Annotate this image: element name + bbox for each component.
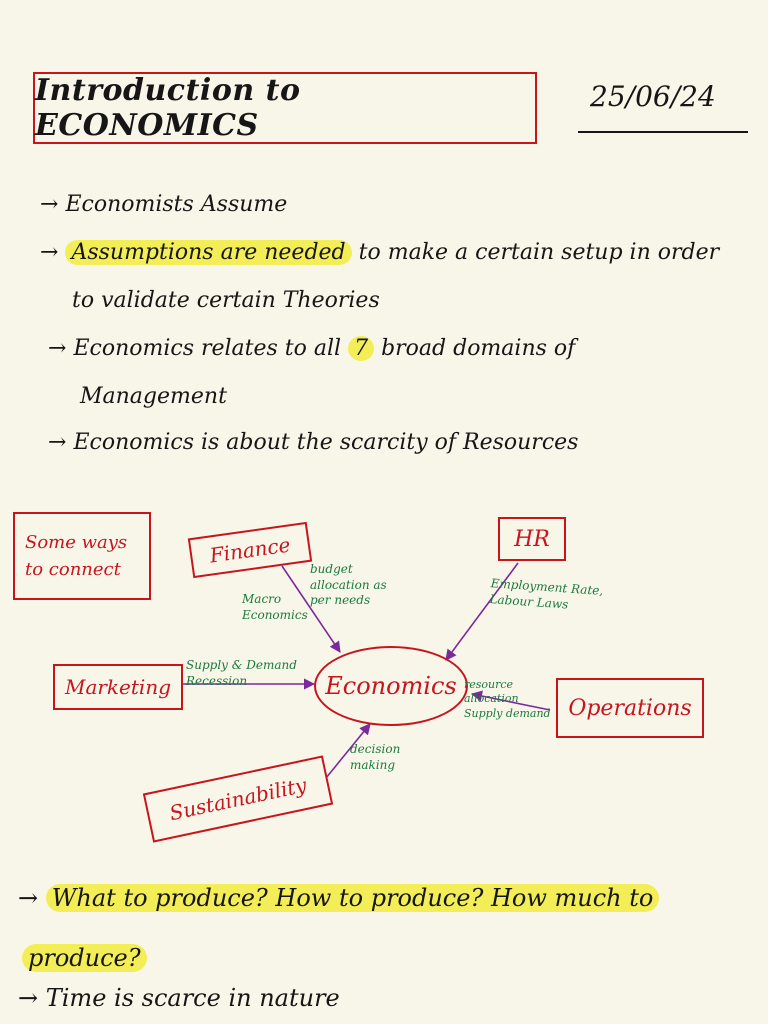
some-ways-label: Some ways to connect bbox=[13, 512, 151, 600]
bullet-text: Economics is about the scarcity of Resou… bbox=[73, 430, 579, 455]
bullet-text: to make a certain setup in order bbox=[351, 240, 720, 265]
marketing-label: Marketing bbox=[64, 675, 172, 699]
bullet-text: Economists Assume bbox=[65, 192, 288, 217]
arrow-icon: → bbox=[40, 240, 59, 265]
question-line-3: → Time is scarce in nature bbox=[18, 984, 340, 1012]
bullet-3: → Economics relates to all 7 broad domai… bbox=[48, 336, 575, 361]
note-operations: resource allocation Supply demand bbox=[464, 678, 551, 720]
bullet-text: Management bbox=[80, 384, 227, 409]
highlighted-text: Assumptions are needed bbox=[65, 240, 352, 265]
note-sustainability: decision making bbox=[350, 742, 401, 772]
hr-label: HR bbox=[514, 526, 550, 552]
question-line-1: → What to produce? How to produce? How m… bbox=[18, 884, 660, 912]
note-finance-right: budget allocation as per needs bbox=[310, 562, 387, 608]
highlighted-question-continued: produce? bbox=[22, 944, 147, 972]
note-marketing: Supply & Demand Recession bbox=[186, 658, 297, 688]
arrow-hr-economics bbox=[445, 562, 519, 661]
note-finance-left: Macro Economics bbox=[242, 592, 308, 622]
bullet-2: → Assumptions are needed to make a certa… bbox=[40, 240, 719, 265]
bullet-text: to validate certain Theories bbox=[72, 288, 380, 313]
highlighted-number: 7 bbox=[348, 336, 375, 361]
economics-label: Economics bbox=[325, 672, 457, 700]
arrow-icon: → bbox=[18, 884, 39, 912]
arrow-sustainability-economics bbox=[325, 723, 371, 779]
economics-ellipse: Economics bbox=[314, 646, 468, 726]
page-date: 25/06/24 bbox=[590, 80, 716, 113]
operations-label: Operations bbox=[568, 695, 692, 721]
time-scarce-text: Time is scarce in nature bbox=[45, 984, 340, 1012]
bullet-3-continued: Management bbox=[80, 384, 227, 409]
hr-box: HR bbox=[498, 517, 566, 561]
bullet-1: → Economists Assume bbox=[40, 192, 287, 217]
date-underline bbox=[578, 131, 748, 133]
arrow-operations-economics bbox=[470, 690, 551, 711]
marketing-box: Marketing bbox=[53, 664, 183, 710]
highlighted-question: What to produce? How to produce? How muc… bbox=[45, 884, 660, 912]
bullet-4: → Economics is about the scarcity of Res… bbox=[48, 430, 578, 455]
some-ways-text: Some ways to connect bbox=[25, 532, 128, 580]
question-line-2: produce? bbox=[22, 944, 147, 972]
arrow-icon: → bbox=[18, 984, 39, 1012]
arrow-finance-economics bbox=[281, 565, 341, 653]
bullet-text: broad domains of bbox=[374, 336, 576, 361]
bullet-text: Economics relates to all bbox=[73, 336, 349, 361]
operations-box: Operations bbox=[556, 678, 704, 738]
arrow-icon: → bbox=[48, 430, 67, 455]
arrow-icon: → bbox=[40, 192, 59, 217]
page-title: Introduction to ECONOMICS bbox=[35, 73, 301, 143]
arrow-icon: → bbox=[48, 336, 67, 361]
title-box: Introduction to ECONOMICS bbox=[33, 72, 537, 144]
finance-label: Finance bbox=[208, 532, 292, 568]
bullet-2-continued: to validate certain Theories bbox=[72, 288, 380, 313]
